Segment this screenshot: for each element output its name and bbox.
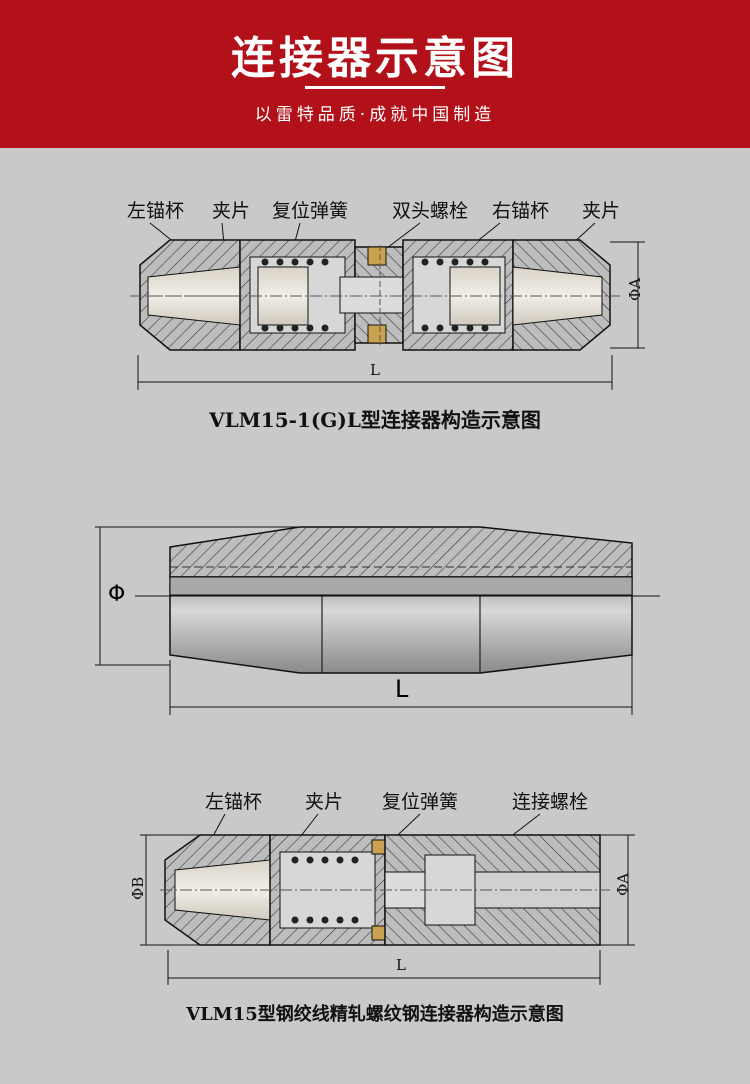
- title-divider: [305, 86, 445, 89]
- diagram-connector-body: Φ L: [95, 526, 660, 715]
- page-subtitle: 以雷特品质·成就中国制造: [254, 105, 496, 125]
- right-anchor-cup: [512, 239, 611, 351]
- svg-text:L: L: [370, 361, 380, 379]
- label-right-anchor-cup: 右锚杯: [492, 200, 549, 222]
- diagram-vlm15: 左锚杯 夹片 复位弹簧 连接螺栓 ΦB ΦA: [129, 791, 635, 985]
- label-wedge-left: 夹片: [212, 200, 250, 222]
- connector-body: [169, 526, 633, 674]
- left-anchor-cup: [139, 239, 241, 351]
- dimension-length: L: [137, 355, 613, 390]
- caption-diagram-3: VLM15型钢绞线精轧螺纹钢连接器构造示意图: [186, 1004, 564, 1025]
- dimension-diameter-a-3: ΦA: [600, 834, 635, 946]
- label-double-bolt: 双头螺栓: [392, 200, 468, 222]
- label-return-spring-3: 复位弹簧: [382, 791, 458, 813]
- dimension-diameter-b: ΦB: [129, 834, 200, 946]
- svg-text:Φ: Φ: [108, 582, 125, 607]
- label-wedge-3: 夹片: [305, 791, 343, 813]
- label-left-anchor-cup: 左锚杯: [127, 200, 184, 222]
- right-spring-chamber: [402, 239, 514, 351]
- label-connecting-bolt: 连接螺栓: [512, 791, 588, 813]
- svg-text:ΦA: ΦA: [626, 278, 644, 301]
- header-banner: 连接器示意图 以雷特品质·成就中国制造: [0, 0, 750, 148]
- svg-text:ΦB: ΦB: [129, 877, 147, 900]
- dimension-diameter-2: Φ: [95, 526, 300, 666]
- left-spring-chamber: [239, 239, 356, 351]
- svg-text:ΦA: ΦA: [614, 873, 632, 896]
- dimension-length-2: L: [169, 655, 633, 715]
- svg-text:L: L: [395, 675, 409, 703]
- diagram-vlm15-1gl: 左锚杯 夹片 复位弹簧 双头螺栓 右锚杯 夹片: [127, 200, 645, 390]
- label-return-spring: 复位弹簧: [272, 200, 348, 222]
- dimension-length-3: L: [167, 950, 601, 985]
- dimension-diameter: ΦA: [610, 241, 645, 349]
- caption-diagram-1: VLM15-1(G)L型连接器构造示意图: [209, 408, 541, 432]
- svg-text:L: L: [396, 956, 406, 974]
- left-anchor-cup-3: [164, 834, 271, 946]
- label-left-anchor-cup-3: 左锚杯: [205, 791, 262, 813]
- label-wedge-right: 夹片: [582, 200, 620, 222]
- page-title: 连接器示意图: [231, 33, 519, 84]
